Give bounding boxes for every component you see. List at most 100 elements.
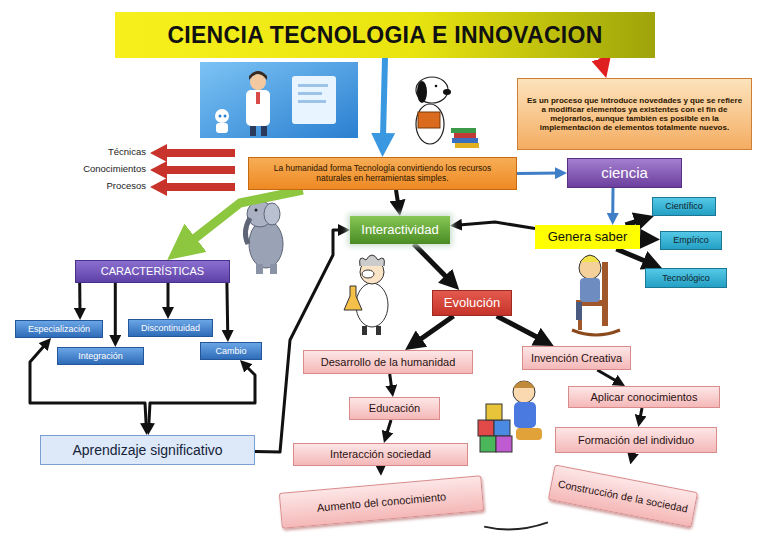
doctor-robot-picture-part	[298, 100, 326, 103]
concept-box: Genera saber	[535, 225, 640, 249]
feature-box: Cambio	[200, 342, 262, 360]
snoopy-reading-picture-part	[454, 133, 476, 138]
child-blocks-picture-part	[513, 381, 535, 403]
connector-arrow	[114, 283, 117, 341]
connector-arrow	[484, 522, 548, 529]
process-box: Desarrollo de la humanidad	[303, 350, 473, 374]
node-text: Interacción sociedad	[330, 448, 431, 461]
doctor-robot-picture-part	[246, 90, 270, 126]
node-text: Aprendizaje significativo	[72, 442, 222, 458]
doctor-robot-picture-part	[219, 115, 222, 118]
snoopy-reading-picture-part	[417, 81, 427, 103]
doctor-robot-picture-part	[200, 62, 358, 138]
node-text: Tecnológico	[662, 273, 710, 283]
node-text: Empírico	[673, 235, 709, 245]
feature-box: Discontinuidad	[128, 319, 213, 337]
doctor-robot-picture-part	[215, 109, 229, 123]
node-text: Educación	[369, 402, 420, 415]
old-man-rocking-chair-picture-part	[572, 330, 620, 335]
concept-box: La humanidad forma Tecnología convirtien…	[248, 157, 517, 190]
connector-arrow	[413, 316, 453, 344]
process-box: Invención Creativa	[522, 346, 631, 370]
node-text: Formación del individuo	[578, 434, 694, 447]
connector-arrow	[78, 283, 81, 314]
side-label: Procesos	[106, 180, 146, 191]
child-blocks-picture-part	[516, 428, 542, 440]
doctor-robot-picture-part	[298, 84, 328, 87]
node-text: Aplicar conocimientos	[591, 391, 698, 404]
node-text: ciencia	[601, 164, 648, 181]
feature-box: Especialización	[15, 320, 103, 338]
old-man-rocking-chair-picture-part	[580, 255, 600, 262]
node-text: CIENCIA TECNOLOGIA E INNOVACION	[167, 22, 602, 48]
node-text: Aumento del conocimiento	[316, 490, 446, 514]
child-blocks-picture	[478, 381, 542, 452]
child-blocks-picture-part	[480, 436, 496, 452]
red-side-arrows-part	[150, 161, 167, 179]
doctor-robot-picture-part	[298, 92, 322, 95]
elephant-picture-part	[245, 218, 250, 244]
child-blocks-picture-part	[478, 420, 494, 436]
doctor-robot-picture-part	[250, 126, 256, 136]
side-label: Técnicas	[108, 146, 146, 157]
node-text: Interactividad	[361, 223, 438, 238]
node-text: Desarrollo de la humanidad	[321, 356, 456, 369]
doctor-robot-picture-part	[224, 115, 227, 118]
old-man-rocking-chair-picture-part	[602, 262, 608, 326]
node-text: Especialización	[28, 324, 90, 334]
old-man-rocking-chair-picture-part	[580, 278, 600, 302]
result-banner: Construcción de la sociedad	[548, 464, 698, 527]
snoopy-reading-picture-part	[455, 143, 479, 148]
elephant-picture	[245, 201, 283, 274]
scientist-picture-part	[344, 286, 362, 310]
connector-arrow	[383, 58, 385, 145]
node-text: Genera saber	[548, 230, 628, 245]
process-box: Aplicar conocimientos	[568, 386, 720, 408]
connector-arrow	[414, 244, 452, 283]
connector-arrow	[611, 188, 614, 219]
doctor-robot-picture-part	[250, 74, 266, 90]
concept-box: Interactividad	[350, 216, 450, 244]
snoopy-reading-picture-part	[452, 138, 478, 143]
red-side-arrows-part	[150, 144, 167, 162]
red-side-arrows-part	[165, 166, 235, 174]
snoopy-reading-picture-part	[443, 89, 451, 95]
node-text: Cambio	[215, 346, 246, 356]
connector-arrow	[149, 364, 255, 429]
red-side-arrows-part	[165, 183, 235, 191]
connector-arrow	[181, 190, 302, 249]
child-blocks-picture-part	[513, 381, 535, 388]
type-box: Tecnológico	[645, 268, 727, 288]
scientist-picture	[344, 255, 388, 335]
connector-arrow	[632, 453, 633, 459]
child-blocks-picture-part	[486, 404, 502, 420]
connector-arrow	[379, 466, 382, 470]
connector-arrow	[497, 316, 545, 341]
elephant-picture-part	[256, 264, 263, 274]
connector-arrow	[396, 190, 399, 208]
process-box: Interacción sociedad	[293, 443, 468, 466]
connector-arrow	[640, 236, 650, 241]
title-band: CIENCIA TECNOLOGIA E INNOVACION	[115, 12, 655, 58]
connector-arrow	[255, 230, 344, 452]
doctor-robot-picture-part	[261, 126, 267, 136]
snoopy-reading-picture-part	[416, 77, 448, 103]
snoopy-reading-picture-part	[418, 112, 440, 128]
node-text: Científico	[665, 201, 703, 211]
scientist-picture-part	[362, 326, 367, 335]
doctor-robot-picture-part	[216, 123, 228, 133]
process-box: Formación del individuo	[555, 427, 717, 453]
node-text: La humanidad forma Tecnología convirtien…	[257, 164, 508, 184]
side-label: Conocimientos	[83, 163, 146, 174]
connector-arrow	[386, 420, 391, 437]
child-blocks-picture-part	[494, 420, 510, 436]
type-box: Científico	[652, 197, 716, 216]
scientist-picture-part	[360, 255, 385, 266]
concept-box: ciencia	[567, 158, 682, 188]
snoopy-reading-picture	[416, 77, 479, 148]
doctor-robot-picture-part	[292, 76, 336, 124]
node-text: Integración	[78, 351, 123, 361]
connector-arrow	[597, 370, 620, 383]
child-blocks-picture-part	[496, 436, 512, 452]
connector-arrow	[616, 249, 652, 264]
